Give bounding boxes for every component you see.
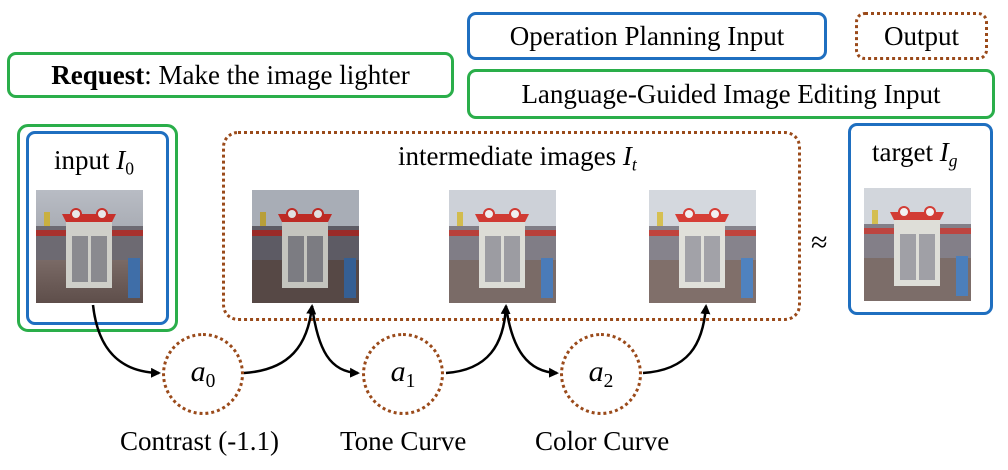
operation-a1-circle: a1 [362,333,444,415]
operation-a2-circle: a2 [560,333,642,415]
target-box [848,123,993,315]
request-box: Request: Make the image lighter [7,52,454,98]
input-title: input I0 [54,145,135,179]
operation-a0-circle: a0 [162,333,244,415]
legend-operation-planning-label: Operation Planning Input [509,20,785,51]
operation-a0-label: Contrast (-1.1) [120,426,279,456]
intermediate-images-box [222,131,801,321]
request-text: : Make the image lighter [144,59,410,90]
legend-output: Output [855,12,988,60]
intermediate-image-1-thumbnail [252,190,359,303]
target-image-thumbnail [864,188,971,301]
arrow-image1-to-a1 [310,305,360,378]
legend-language-guided-label: Language-Guided Image Editing Input [521,78,941,109]
target-title: target Ig [872,137,958,171]
operation-a2-label: Color Curve [535,426,670,456]
intermediate-title: intermediate images It [398,141,637,175]
intermediate-image-3-thumbnail [649,190,756,303]
arrow-input-to-a0 [91,304,161,378]
arrow-a1-to-image2 [445,304,511,375]
approx-symbol: ≈ [811,226,828,259]
request-bold-label: Request [51,59,145,90]
operation-a1-label: Tone Curve [340,426,467,456]
input-image-thumbnail [36,190,143,303]
legend-language-guided-input: Language-Guided Image Editing Input [467,69,995,119]
intermediate-image-2-thumbnail [449,190,556,303]
legend-operation-planning-input: Operation Planning Input [467,12,827,60]
arrow-a0-to-image1 [243,304,317,375]
arrow-image2-to-a2 [504,305,559,378]
legend-output-label: Output [883,20,959,51]
arrow-a2-to-image3 [642,304,711,375]
